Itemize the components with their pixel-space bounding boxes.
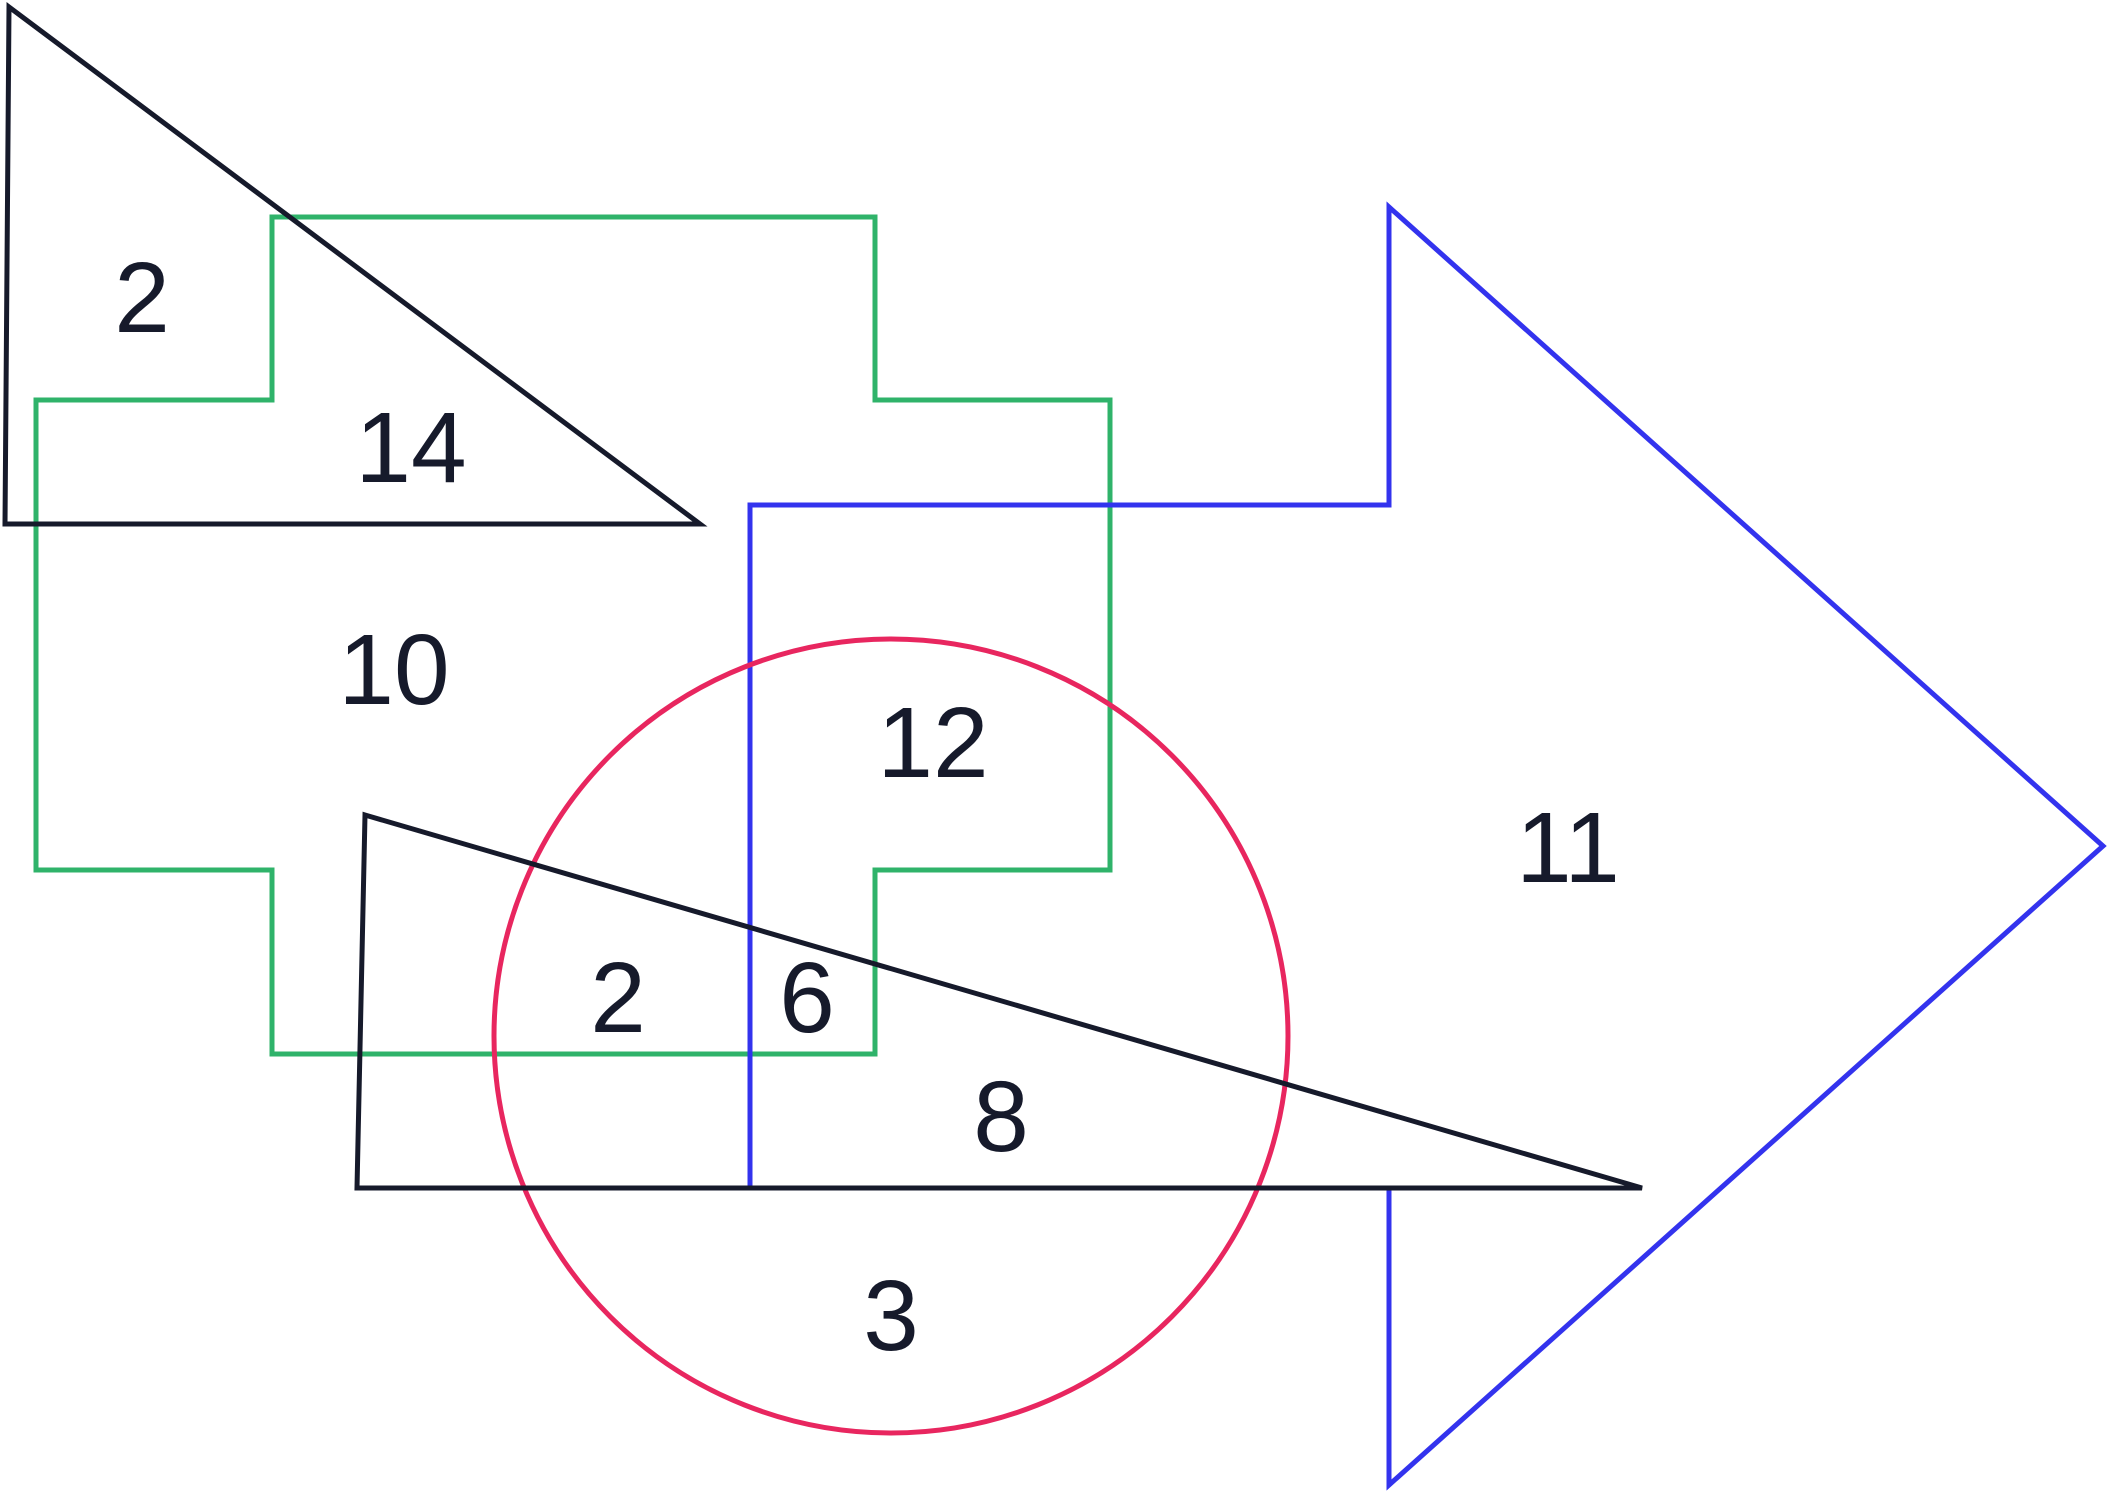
label-arrow-only: 11: [1516, 792, 1620, 904]
label-triangle-circle-cross: 2: [590, 942, 646, 1054]
label-triangle-arrow-circle: 8: [973, 1061, 1029, 1173]
cross-shape: [33, 214, 1113, 1057]
bottom-triangle-shape: [354, 811, 1643, 1191]
label-top-triangle-and-cross: 14: [355, 392, 466, 504]
top-triangle-shape: [2, 2, 708, 527]
circle-shape: [491, 636, 1291, 1436]
label-all-four: 6: [779, 942, 835, 1054]
label-circle-only: 3: [863, 1260, 919, 1372]
label-cross-only: 10: [338, 614, 449, 726]
label-cross-arrow-circle: 12: [877, 687, 988, 799]
label-top-triangle-only: 2: [114, 242, 170, 354]
